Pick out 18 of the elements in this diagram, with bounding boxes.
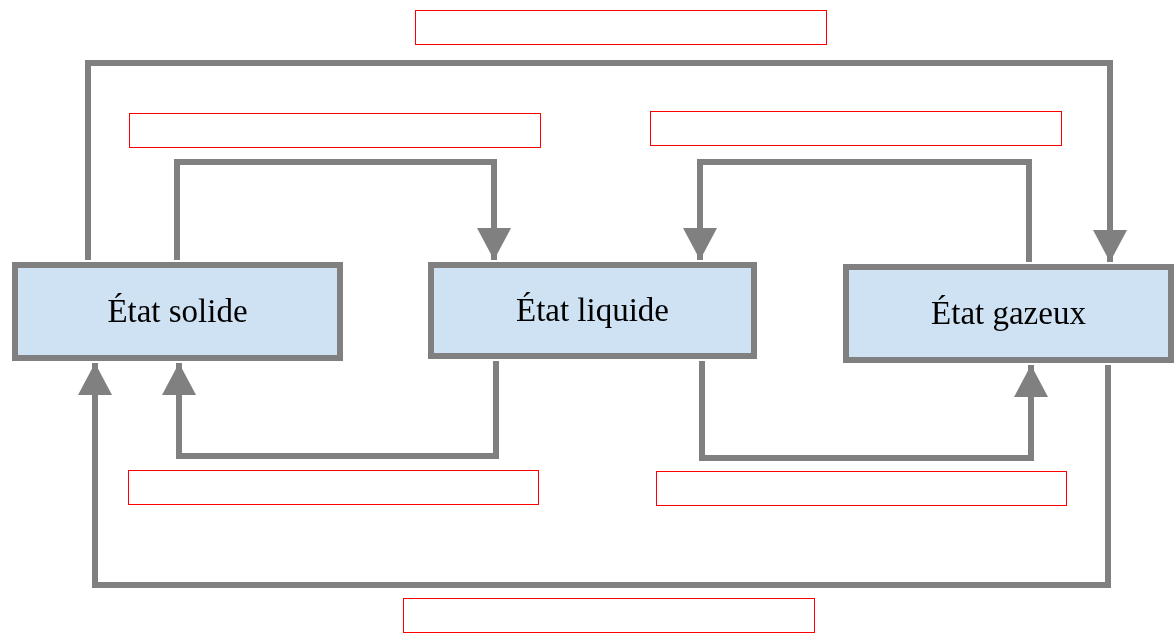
state-box [12,262,343,361]
answer-box [415,10,827,45]
arrow [78,363,1111,588]
state-label: État gazeux [931,295,1086,332]
arrow [85,60,1127,262]
arrow [699,361,1048,461]
answer-box [403,598,815,633]
state-label: État liquide [515,292,669,329]
state-box [428,262,757,359]
answer-box [129,113,541,148]
state-box [843,264,1174,363]
answer-box [656,471,1067,506]
answer-box [128,470,539,505]
arrow [162,361,499,459]
arrow [683,159,1032,262]
arrow [174,159,511,260]
state-label: État solide [107,293,248,330]
answer-box [650,111,1062,146]
